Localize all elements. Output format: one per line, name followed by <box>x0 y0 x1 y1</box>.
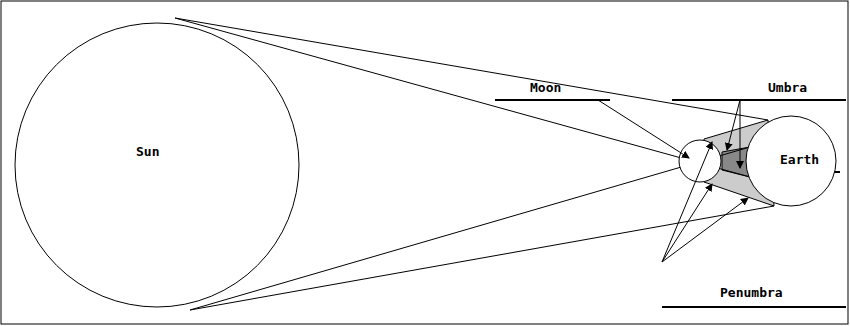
moon-circle <box>679 140 721 182</box>
circle-outline <box>14 22 300 308</box>
sun-circle: Sun <box>14 22 300 308</box>
leader-lines <box>598 100 748 262</box>
moon-label: Moon <box>530 80 561 95</box>
earth-circle: Earth <box>745 115 837 207</box>
body-label: Sun <box>136 144 159 159</box>
body-label: Earth <box>780 152 819 167</box>
penumbra-label: Penumbra <box>720 285 783 300</box>
umbra-label: Umbra <box>768 80 807 95</box>
